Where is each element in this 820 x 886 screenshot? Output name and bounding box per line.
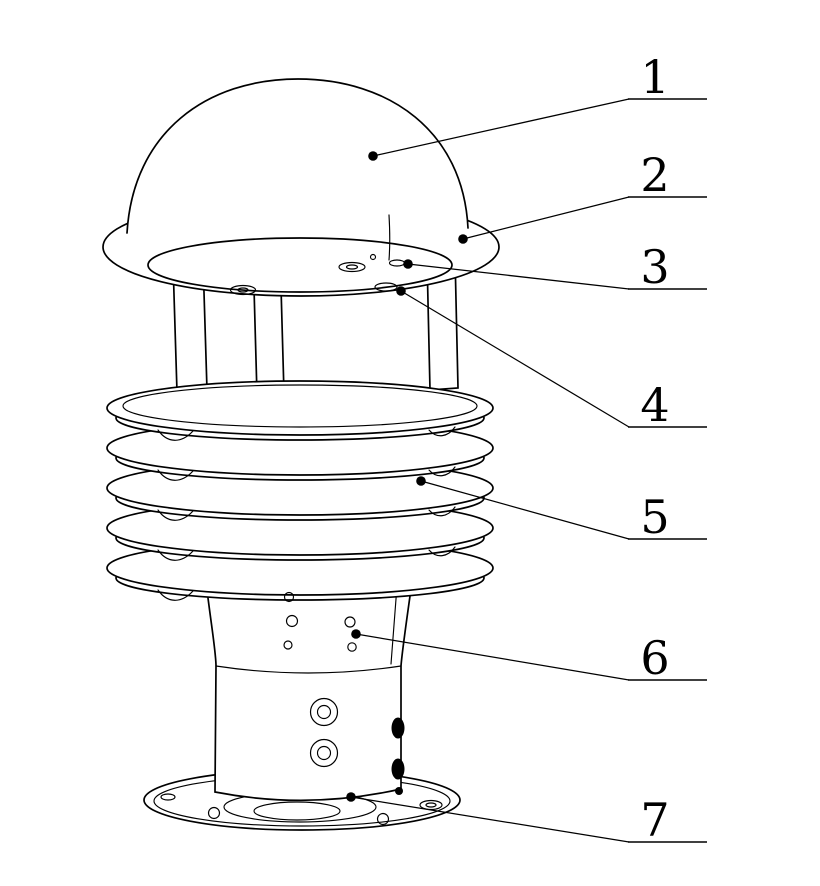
base-mount-hole-left (207, 806, 221, 820)
louver-leaf-left-5 (157, 589, 194, 601)
leader-line-4 (400, 290, 630, 428)
callout-number-4: 4 (640, 378, 669, 432)
plate-sensor-port-front (374, 282, 398, 292)
louver-leaf-left-2 (157, 469, 194, 481)
callout-number-7: 7 (640, 793, 669, 847)
sensor-mount-plate (147, 237, 453, 296)
body-vent-hole-1 (283, 591, 295, 603)
body-bolt-1-inner (316, 704, 332, 720)
callout-number-6: 6 (640, 631, 669, 685)
body-junction-line (215, 665, 402, 674)
callout-number-1: 1 (640, 50, 669, 104)
body-bolt-2-outer (309, 738, 339, 768)
louver-shadow-details (157, 426, 456, 601)
dome-fill (127, 79, 468, 233)
body-sensor-port-upper (344, 616, 356, 628)
support-posts (172, 255, 459, 396)
callout-number-5: 5 (640, 490, 669, 544)
body-outline (205, 581, 413, 802)
body-sensor-port-lower (347, 642, 357, 652)
leader-line-2 (462, 196, 630, 240)
plate-sensor-port-center (338, 261, 366, 273)
base-notch-left (160, 793, 176, 801)
callout-number-3: 3 (640, 240, 669, 294)
leader-line-3 (407, 263, 630, 290)
leader-line-7 (350, 796, 630, 843)
leader-line-6 (355, 633, 630, 681)
louver-leaf-left-1 (157, 429, 194, 441)
body-side-port-3 (395, 787, 403, 795)
body-details (283, 591, 405, 795)
louver-leaf-right-1 (428, 426, 456, 437)
mount-plate-outline (147, 237, 453, 293)
leader-dot-1 (368, 151, 378, 161)
base-notch-right-inner (425, 802, 437, 808)
sensor-body (205, 581, 413, 802)
base-mount-hole-right (376, 812, 390, 826)
louver-leaf-left-3 (157, 509, 194, 521)
leader-dot-3 (403, 259, 413, 269)
plate-sensor-port-left-inner (237, 287, 249, 293)
louver-plate-1 (106, 380, 494, 436)
louver-leaf-right-2 (428, 466, 456, 477)
leader-dot-7 (346, 792, 356, 802)
louver-stack (106, 380, 494, 601)
dome (126, 78, 469, 261)
leader-dot-2 (458, 234, 468, 244)
louver-leaf-right-4 (428, 546, 456, 557)
plate-screw-dot (369, 253, 377, 261)
body-bolt-2-inner (316, 745, 332, 761)
dome-seam-line (388, 214, 391, 261)
leader-line-1 (372, 98, 630, 157)
support-post-middle (253, 286, 285, 396)
louver-leaf-left-4 (157, 549, 194, 561)
body-side-port-1 (391, 717, 405, 739)
callouts: 1 2 3 4 5 6 (346, 50, 707, 847)
base-center-opening (253, 801, 341, 821)
body-bolt-1-outer (309, 697, 339, 727)
leader-dot-5 (416, 476, 426, 486)
plate-sensor-port-left (229, 284, 257, 296)
leader-dot-4 (396, 286, 406, 296)
body-side-port-2 (391, 758, 405, 780)
leader-line-5 (420, 480, 630, 540)
leader-dot-6 (351, 629, 361, 639)
body-vent-hole-2 (285, 614, 299, 628)
dome-outline (126, 78, 469, 234)
louver-top-face-line (122, 384, 478, 428)
body-vent-hole-3 (283, 640, 293, 650)
callout-number-2: 2 (640, 148, 669, 202)
plate-sensor-port-center-inner (345, 264, 359, 270)
louver-leaf-right-3 (428, 506, 456, 517)
